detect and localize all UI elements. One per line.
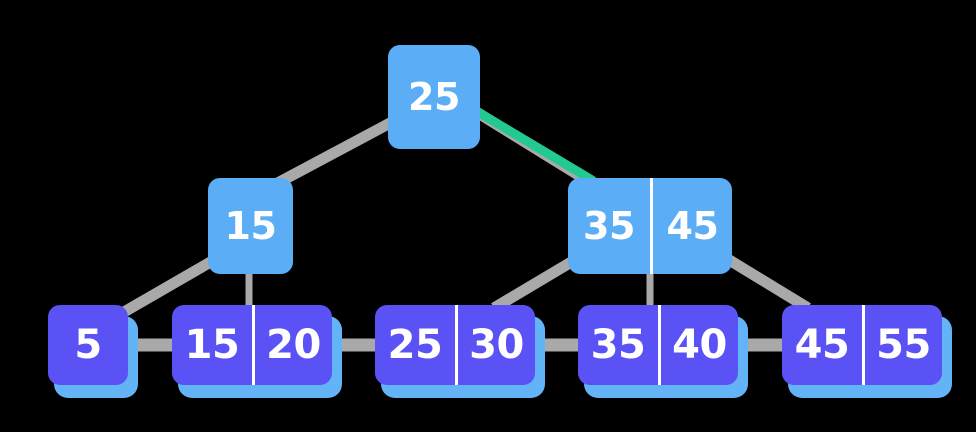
leaf-plate: 5: [48, 305, 128, 385]
node-cell-key: 45: [650, 178, 732, 274]
tree-leaf-5[interactable]: 45 55: [782, 305, 952, 398]
leaf-cell-key: 40: [658, 305, 738, 385]
tree-leaf-4[interactable]: 35 40: [578, 305, 748, 398]
leaf-cell-key: 35: [590, 322, 646, 368]
leaf-plate: 25 30: [375, 305, 535, 385]
leaf-cell-key: 25: [387, 322, 443, 368]
leaf-cell-key: 5: [74, 322, 102, 368]
leaf-plate: 35 40: [578, 305, 738, 385]
leaf-cell-key: 55: [862, 305, 942, 385]
leaf-cell-key: 20: [252, 305, 332, 385]
leaf-cell-key: 30: [455, 305, 535, 385]
tree-leaf-2[interactable]: 15 20: [172, 305, 342, 398]
edge-root-to-internal-right-base: [467, 103, 599, 191]
edge-internal-right-to-leaf-3: [491, 253, 581, 313]
edge-internal-right-to-leaf-5: [723, 253, 811, 313]
leaf-plate: 15 20: [172, 305, 332, 385]
edge-root-to-internal-left: [269, 117, 395, 191]
leaf-cell-key: 15: [184, 322, 240, 368]
leaf-plate: 45 55: [782, 305, 942, 385]
node-cell-key: 35: [583, 204, 635, 248]
tree-node-internal-right[interactable]: 35 45: [568, 178, 732, 274]
leaf-cell-key: 45: [794, 322, 850, 368]
tree-node-internal-left[interactable]: 15: [208, 178, 293, 274]
tree-leaf-3[interactable]: 25 30: [375, 305, 545, 398]
node-cell-key: 25: [408, 75, 460, 119]
tree-node-root[interactable]: 25: [388, 45, 480, 149]
edge-root-to-internal-right-highlight: [463, 101, 597, 185]
node-cell-key: 15: [224, 204, 277, 248]
tree-leaf-1[interactable]: 5: [48, 305, 138, 398]
